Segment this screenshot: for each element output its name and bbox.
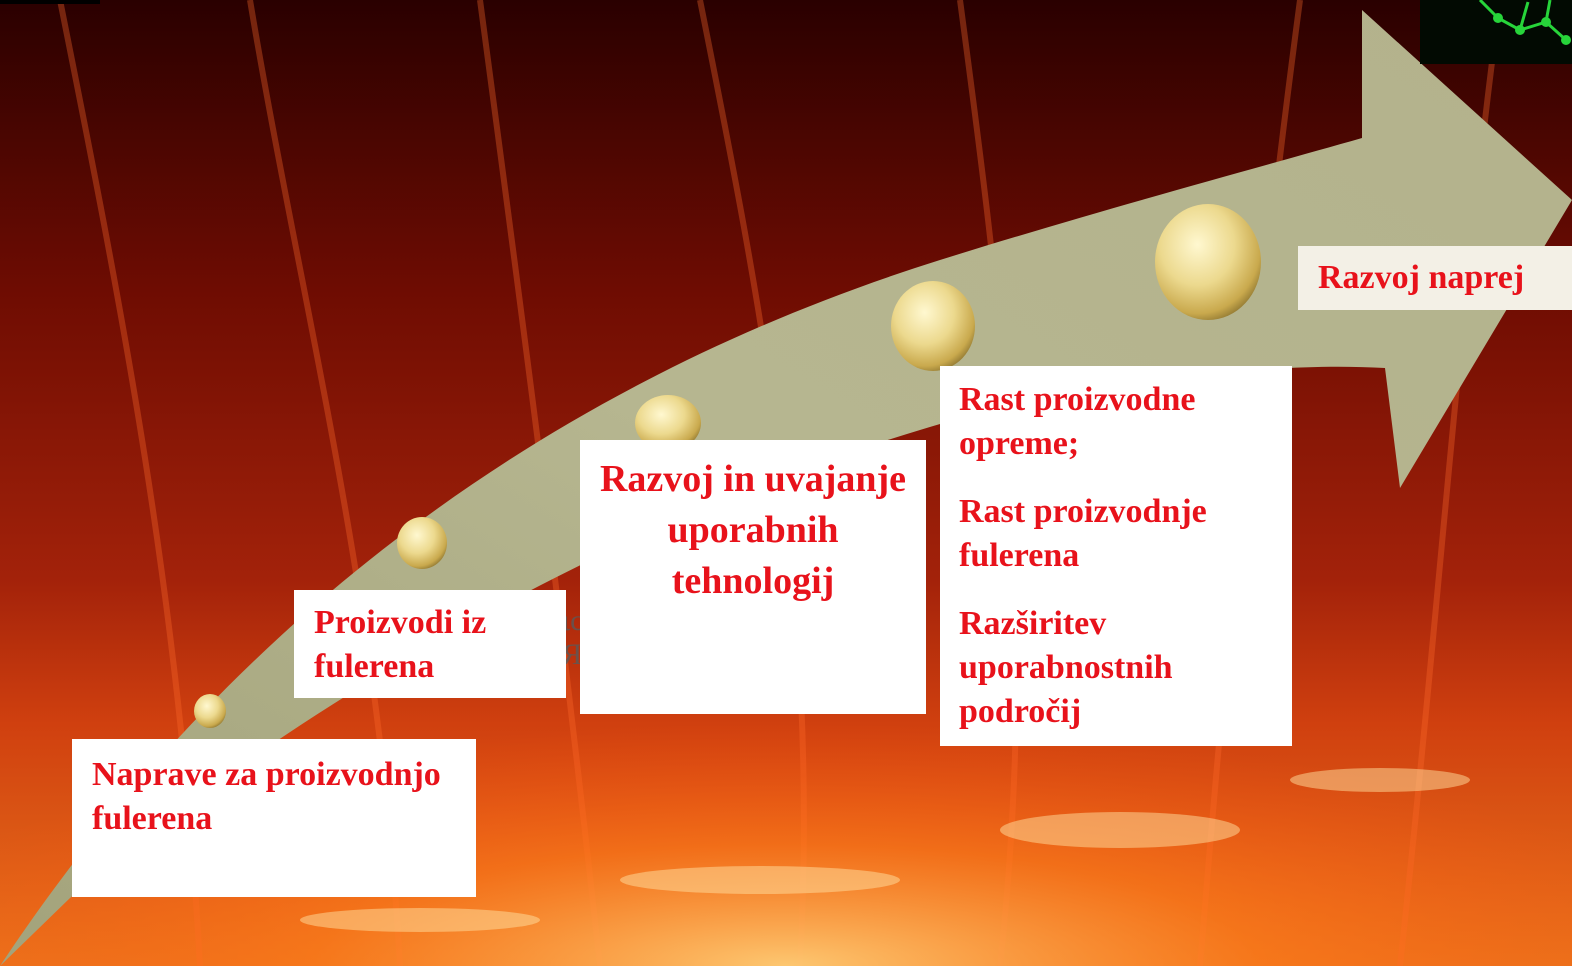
- step-3-text: Razvoj in uvajanje uporabnih tehnologij: [590, 454, 916, 607]
- step-box-5: Razvoj naprej: [1298, 246, 1572, 310]
- step-box-4: Rast proizvodne opreme; Rast proizvodnje…: [940, 366, 1292, 746]
- step-box-3: Razvoj in uvajanje uporabnih tehnologij: [580, 440, 926, 714]
- milestone-dot: [194, 694, 226, 728]
- milestone-dot: [1155, 204, 1261, 320]
- milestone-dot: [397, 517, 447, 569]
- step-4-text-2: Rast proizvodnje fulerena: [959, 490, 1273, 578]
- milestone-dot: [891, 281, 975, 371]
- step-1-text: Naprave za proizvodnjo fulerena: [92, 753, 456, 841]
- step-box-2: Proizvodi iz fulerena: [294, 590, 566, 698]
- step-box-1: Naprave za proizvodnjo fulerena: [72, 739, 476, 897]
- step-4-text-1: Rast proizvodne opreme;: [959, 378, 1273, 466]
- corner-bar: [0, 0, 100, 4]
- fullerene-molecule-image: [1420, 0, 1572, 64]
- step-2-text: Proizvodi iz fulerena: [314, 601, 546, 689]
- step-4-text-3: Razširitev uporabnostnih področij: [959, 602, 1273, 734]
- step-5-text: Razvoj naprej: [1318, 256, 1552, 300]
